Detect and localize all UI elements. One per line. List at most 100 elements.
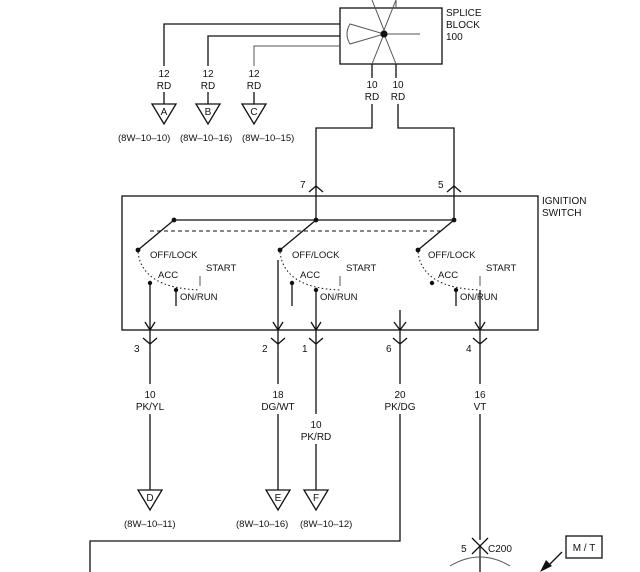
wire-2-color: DG/WT <box>261 402 294 413</box>
pin-2-label: 2 <box>262 344 268 355</box>
switch-1-off-lock: OFF/LOCK <box>150 250 198 261</box>
splice-block-title-2: BLOCK <box>446 20 480 31</box>
feed-left-wire <box>315 104 373 186</box>
lower-wires: D E F (8W–10–11) (8W–10–16) (8W–10–12) <box>89 414 481 572</box>
switch-1-acc: ACC <box>158 270 178 281</box>
switch-1-start: START <box>206 263 236 274</box>
connector-b-letter: B <box>205 107 212 118</box>
wire-a-gauge: 12 <box>158 69 170 80</box>
switch-1-arc <box>137 251 201 291</box>
connector-d-triangle <box>136 489 164 512</box>
connector-c-ref: (8W–10–15) <box>242 133 294 144</box>
mt-arrow-head <box>540 560 552 572</box>
connector-c-triangle <box>240 103 268 126</box>
switch-1-pivot <box>135 247 141 253</box>
connector-f-ref: (8W–10–12) <box>300 519 352 530</box>
pin-5-label: 5 <box>438 180 444 191</box>
mt-label: M / T <box>573 543 596 554</box>
output-wire-labels: 10 PK/YL 18 DG/WT 10 PK/RD 20 PK/DG 16 V… <box>136 390 487 443</box>
feed-right-gauge: 10 <box>392 80 404 91</box>
connector-d-letter: D <box>146 493 153 504</box>
switch-section-2: OFF/LOCK START ACC ON/RUN <box>277 219 376 330</box>
splice-top-feed <box>371 0 397 32</box>
pin-3-label: 3 <box>134 344 140 355</box>
wire-4-color: VT <box>474 402 487 413</box>
ignition-switch: IGNITION SWITCH OFF/LOCK START ACC ON/RU… <box>121 195 586 332</box>
connector-f-triangle <box>302 489 330 512</box>
feed-right-wire <box>397 104 455 186</box>
connector-b-triangle <box>194 103 222 126</box>
ignition-switch-title-1: IGNITION <box>542 196 586 207</box>
wire-2-gauge: 18 <box>272 390 284 401</box>
splice-outputs: 12 RD 12 RD 12 RD A B C (8W–10–10) (8W–1… <box>118 23 340 144</box>
wire-stubs-abc <box>163 92 255 104</box>
wire-6-lower <box>89 414 401 572</box>
connector-f-letter: F <box>313 493 319 504</box>
feed-left-color: RD <box>365 92 379 103</box>
c200-name: C200 <box>488 544 512 555</box>
connector-c-letter: C <box>250 107 257 118</box>
switch-2-arc <box>279 251 341 291</box>
wire-3-color: PK/YL <box>136 402 165 413</box>
pin-7-label: 7 <box>300 180 306 191</box>
connector-b-ref: (8W–10–16) <box>180 133 232 144</box>
wire-c-color: RD <box>247 81 261 92</box>
wire-c-gauge: 12 <box>248 69 260 80</box>
ignition-switch-box <box>121 195 539 331</box>
splice-block-box <box>339 7 443 65</box>
wire-a-color: RD <box>157 81 171 92</box>
splice-to-switch-feeds: 10 RD 10 RD 7 5 <box>300 64 462 196</box>
mt-callout: M / T <box>540 535 603 572</box>
wire-6-gauge: 20 <box>394 390 406 401</box>
wire-b-gauge: 12 <box>202 69 214 80</box>
ignition-switch-title-2: SWITCH <box>542 208 581 219</box>
c200-curve <box>449 556 511 567</box>
wire-1-color: PK/RD <box>301 432 332 443</box>
splice-inner-loop <box>346 23 385 45</box>
splice-block-number: 100 <box>446 32 463 43</box>
switch-3-start: START <box>486 263 516 274</box>
switch-3-pivot <box>415 247 421 253</box>
wire-1-gauge: 10 <box>310 420 322 431</box>
switch-3-arc <box>417 251 481 291</box>
switch-3-blade <box>417 219 455 251</box>
switch-3-acc: ACC <box>438 270 458 281</box>
switch-1-blade <box>137 219 175 251</box>
connector-a-letter: A <box>161 107 168 118</box>
switch-3-off-lock: OFF/LOCK <box>428 250 476 261</box>
switch-2-off-lock: OFF/LOCK <box>292 250 340 261</box>
switch-2-pivot <box>277 247 283 253</box>
wire-to-b <box>207 35 340 66</box>
c200-pin-label: 5 <box>461 544 467 555</box>
pin-4-label: 4 <box>466 344 472 355</box>
splice-block-title-1: SPLICE <box>446 8 482 19</box>
feed-left-gauge: 10 <box>366 80 378 91</box>
feed-right-color: RD <box>391 92 405 103</box>
connector-d-ref: (8W–10–11) <box>124 519 176 530</box>
connector-c200: 5 C200 <box>449 537 512 572</box>
wire-3-gauge: 10 <box>144 390 156 401</box>
pin-1-label: 1 <box>302 344 308 355</box>
wire-b-color: RD <box>201 81 215 92</box>
switch-2-on-run: ON/RUN <box>320 292 358 303</box>
switch-1-on-run: ON/RUN <box>180 292 218 303</box>
wire-to-a <box>163 23 340 66</box>
splice-block: SPLICE BLOCK 100 <box>339 0 482 65</box>
output-pins: 3 2 1 6 4 <box>134 330 488 414</box>
pin-6-label: 6 <box>386 344 392 355</box>
connector-a-triangle <box>150 103 178 126</box>
connector-a-ref: (8W–10–10) <box>118 133 170 144</box>
switch-section-1: OFF/LOCK START ACC ON/RUN <box>135 219 236 330</box>
connector-e-ref: (8W–10–16) <box>236 519 288 530</box>
switch-2-start: START <box>346 263 376 274</box>
switch-3-on-run: ON/RUN <box>460 292 498 303</box>
wire-4-gauge: 16 <box>474 390 486 401</box>
mt-box <box>565 535 603 559</box>
wire-to-c <box>253 45 340 66</box>
splice-node <box>380 30 388 38</box>
switch-3-acc-contact <box>429 280 435 286</box>
connector-e-letter: E <box>275 493 282 504</box>
wire-6-color: PK/DG <box>384 402 415 413</box>
